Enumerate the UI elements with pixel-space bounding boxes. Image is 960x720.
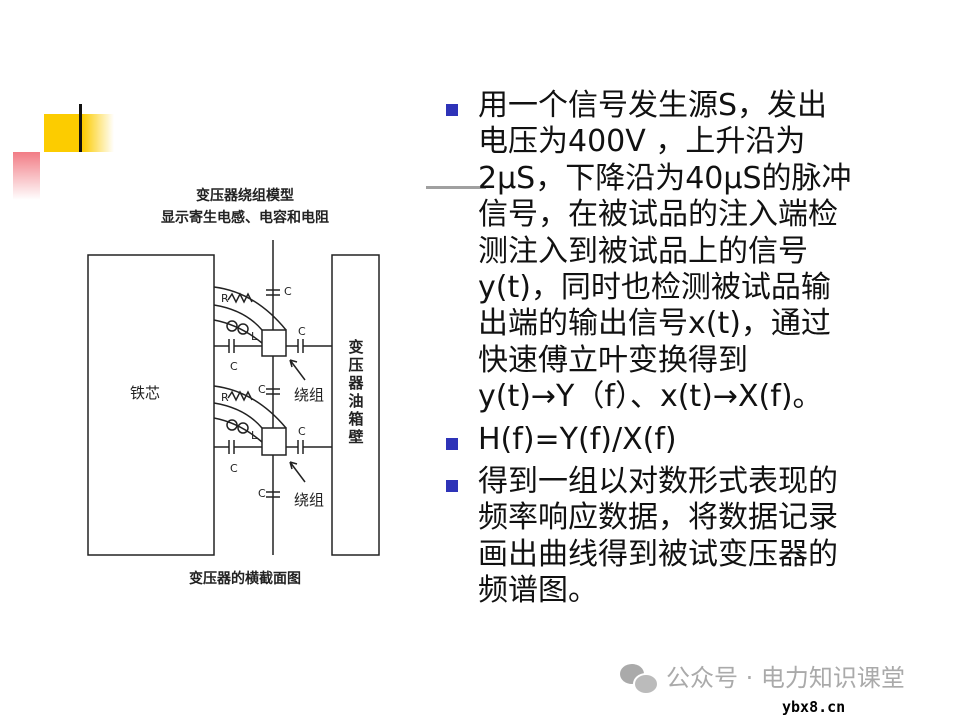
cap-label: C bbox=[258, 487, 266, 500]
text-line: 出端的输出信号x(t)，通过 bbox=[478, 306, 831, 342]
iron-core bbox=[87, 254, 215, 556]
transformer-diagram: 变压器绕组模型 显示寄生电感、电容和电阻 铁芯 变 压 器 油 箱 壁 C C bbox=[87, 187, 380, 587]
text-line: 电压为400V ，上升沿为 bbox=[478, 124, 806, 160]
tank-label: 变 压 器 油 箱 壁 bbox=[347, 338, 364, 446]
bullet-square-icon bbox=[446, 480, 458, 493]
winding-arrows bbox=[289, 359, 306, 483]
decor-bar bbox=[79, 104, 82, 152]
winding-label: 绕组 bbox=[294, 386, 324, 404]
winding-label: 绕组 bbox=[294, 491, 324, 509]
tank-char: 压 bbox=[348, 356, 363, 374]
winding-unit-2 bbox=[213, 385, 332, 498]
core-label: 铁芯 bbox=[130, 384, 160, 402]
tank-char: 器 bbox=[347, 374, 364, 392]
winding-unit-1 bbox=[213, 286, 332, 357]
text-line: 测注入到被试品上的信号 bbox=[478, 233, 808, 269]
tank-char: 油 bbox=[348, 392, 363, 410]
diagram-title-2: 显示寄生电感、电容和电阻 bbox=[161, 209, 329, 226]
ind-label: L bbox=[251, 429, 258, 442]
text-line: y(t)，同时也检测被试品输 bbox=[478, 270, 831, 306]
bullet-square-icon bbox=[446, 104, 458, 116]
cap-label: C bbox=[298, 425, 306, 438]
diagram-caption: 变压器的横截面图 bbox=[189, 570, 301, 587]
text-line: 频率响应数据，将数据记录 bbox=[478, 500, 838, 536]
decor-red-block bbox=[13, 152, 40, 200]
bullet-item: H(f)=Y(f)/X(f) bbox=[446, 422, 946, 458]
tank-char: 壁 bbox=[348, 428, 363, 446]
watermark-text: 公众号 · 电力知识课堂 bbox=[666, 664, 905, 692]
cap-label: C bbox=[284, 285, 292, 298]
wechat-icon bbox=[620, 664, 659, 695]
cap-label: C bbox=[230, 462, 238, 475]
text-line: 快速傅立叶变换得到 bbox=[478, 342, 748, 378]
text-line: 信号，在被试品的注入端检 bbox=[478, 197, 838, 233]
text-line: 用一个信号发生源S，发出 bbox=[478, 88, 828, 123]
text-line: y(t)→Y（f）、x(t)→X(f)。 bbox=[478, 379, 823, 415]
divider-line bbox=[426, 186, 486, 189]
tank-wall bbox=[331, 254, 380, 556]
bullet-item: 得到一组以对数形式表现的 频率响应数据，将数据记录 画出曲线得到被试变压器的 频… bbox=[446, 464, 946, 610]
tank-char: 箱 bbox=[348, 410, 363, 428]
cap-label: C bbox=[230, 360, 238, 373]
res-label: R bbox=[221, 292, 229, 305]
watermark-stamp: ybx8.cn bbox=[782, 698, 846, 716]
text-line: 频谱图。 bbox=[478, 573, 598, 609]
tank-char: 变 bbox=[348, 338, 363, 356]
text-line: 得到一组以对数形式表现的 bbox=[478, 464, 838, 500]
cap-label: C bbox=[258, 383, 266, 396]
text-line: 画出曲线得到被试变压器的 bbox=[478, 536, 838, 572]
bullet-list: 用一个信号发生源S，发出 电压为400V ，上升沿为 2μS，下降沿为40μS的… bbox=[446, 88, 946, 616]
ind-label: L bbox=[251, 330, 258, 343]
component-labels: C C C C C C C R L R L bbox=[221, 285, 306, 500]
res-label: R bbox=[221, 391, 229, 404]
bullet-square-icon bbox=[446, 437, 458, 450]
diagram-title-1: 变压器绕组模型 bbox=[196, 187, 294, 204]
watermark: 公众号 · 电力知识课堂 bbox=[620, 664, 905, 695]
bullet-item: 用一个信号发生源S，发出 电压为400V ，上升沿为 2μS，下降沿为40μS的… bbox=[446, 88, 946, 416]
cap-label: C bbox=[298, 325, 306, 338]
text-line: H(f)=Y(f)/X(f) bbox=[478, 421, 677, 457]
text-line: 2μS，下降沿为40μS的脉冲 bbox=[478, 160, 852, 196]
